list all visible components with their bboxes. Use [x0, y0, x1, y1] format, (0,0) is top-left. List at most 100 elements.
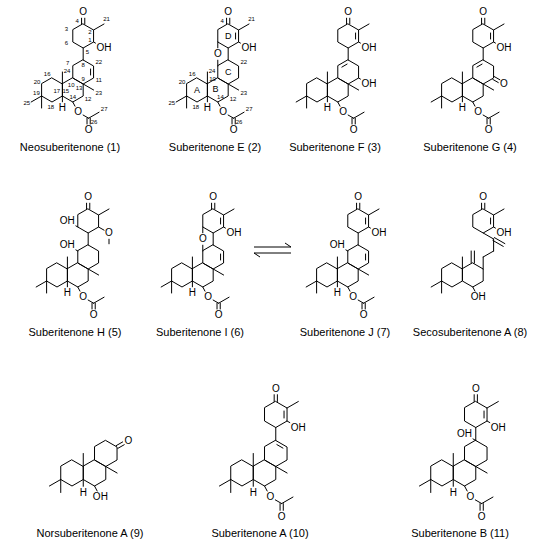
- bond-line: [280, 504, 281, 511]
- bond-line: [490, 33, 491, 39]
- bond-line: [494, 77, 500, 80]
- ring-bonds: [265, 402, 288, 428]
- bond-line: [88, 233, 89, 245]
- bond-line: [92, 303, 93, 309]
- bond-line: [228, 84, 238, 90]
- bond-line: [346, 250, 348, 251]
- locant-number: 21: [248, 16, 255, 22]
- bond-line: [494, 209, 504, 215]
- bond-line: [358, 269, 368, 275]
- locant-number: 10: [209, 76, 216, 82]
- atom-label: H: [450, 488, 457, 498]
- compound-name: Secosuberitenone A (8): [413, 327, 527, 338]
- locant-number: 4: [221, 18, 224, 24]
- bond-line: [287, 421, 290, 423]
- bond-line: [453, 454, 454, 467]
- compound-name: Suberitenone J (7): [300, 327, 391, 338]
- bond-line: [431, 281, 441, 287]
- bond-line: [202, 227, 203, 233]
- bond-line: [480, 504, 481, 511]
- atom-label: OH: [330, 240, 345, 250]
- bond-line: [46, 281, 47, 293]
- atom-label: H: [334, 288, 341, 298]
- compound-name: Suberitenone I (6): [156, 327, 244, 338]
- bond-line: [493, 79, 499, 82]
- ring-letter: B: [213, 85, 219, 94]
- bond-line: [99, 209, 109, 215]
- bond-line: [213, 269, 223, 275]
- bond-line: [217, 303, 218, 309]
- bond-line: [352, 118, 353, 124]
- ring-bonds: [218, 60, 239, 84]
- ring-letter: D: [225, 32, 232, 41]
- bond-line: [277, 395, 278, 402]
- locant-number: 23: [95, 90, 102, 96]
- atom-label: O: [215, 310, 223, 320]
- atom-label: O: [354, 192, 362, 202]
- bond-line: [228, 115, 234, 118]
- bond-line: [275, 428, 276, 441]
- ring-bonds: [307, 78, 328, 102]
- bond-line: [276, 467, 287, 474]
- bond-line: [95, 303, 96, 309]
- locant-number: 25: [168, 100, 175, 106]
- bond-line: [354, 112, 364, 118]
- locant-number: 3: [65, 26, 68, 32]
- bond-line: [477, 395, 478, 402]
- bond-line: [94, 42, 96, 43]
- bond-line: [481, 203, 482, 209]
- bond-line: [213, 300, 219, 303]
- bond-line: [118, 445, 124, 449]
- locant-number: 23: [240, 90, 247, 96]
- bond-line: [494, 227, 496, 228]
- atom-label: OH: [497, 43, 512, 53]
- atom-label: O: [272, 384, 280, 394]
- atom-label: OH: [362, 43, 377, 53]
- locant-number: 15: [62, 88, 69, 94]
- bond-line: [337, 257, 338, 269]
- bond-line: [483, 504, 484, 511]
- bond-line: [484, 203, 485, 209]
- bond-line: [316, 281, 317, 293]
- ring-bonds: [47, 263, 68, 287]
- bond-line: [462, 72, 463, 84]
- bond-line: [49, 480, 60, 487]
- bond-line: [484, 411, 485, 418]
- bond-line: [489, 112, 499, 118]
- locant-number: 1: [88, 37, 91, 43]
- ring-bonds: [62, 78, 83, 102]
- locant-number: 4: [76, 18, 79, 24]
- atom-label: O: [230, 125, 238, 135]
- bond-line: [202, 245, 203, 251]
- bond-line: [337, 281, 338, 287]
- ring-bonds: [462, 263, 483, 287]
- ring-bonds: [73, 60, 94, 84]
- ring-bonds: [348, 245, 369, 269]
- ring-bonds: [465, 402, 488, 428]
- bond-line: [84, 18, 85, 24]
- atom-label: O: [278, 512, 286, 522]
- ring-bonds: [78, 209, 99, 233]
- atom-label: O: [479, 7, 487, 17]
- bond-line: [327, 96, 328, 102]
- ring-letter: C: [225, 68, 232, 77]
- atom-label: OH: [362, 79, 377, 89]
- bond-line: [94, 297, 104, 303]
- bond-line: [62, 72, 63, 84]
- bond-line: [253, 454, 254, 467]
- bond-line: [88, 300, 94, 303]
- bond-line: [116, 442, 122, 446]
- atom-label: OH: [491, 423, 506, 433]
- bond-line: [471, 251, 472, 263]
- locant-number: 2: [88, 29, 91, 35]
- ring-bonds: [203, 209, 224, 233]
- bond-line: [284, 411, 285, 418]
- locant-number: 18: [192, 104, 199, 110]
- ring-bonds: [473, 60, 494, 84]
- bond-line: [226, 18, 227, 24]
- atom-label: OH: [60, 240, 75, 250]
- bond-line: [88, 269, 98, 275]
- locant-number: 14: [69, 94, 76, 100]
- bond-line: [86, 203, 87, 209]
- bond-line: [348, 84, 358, 90]
